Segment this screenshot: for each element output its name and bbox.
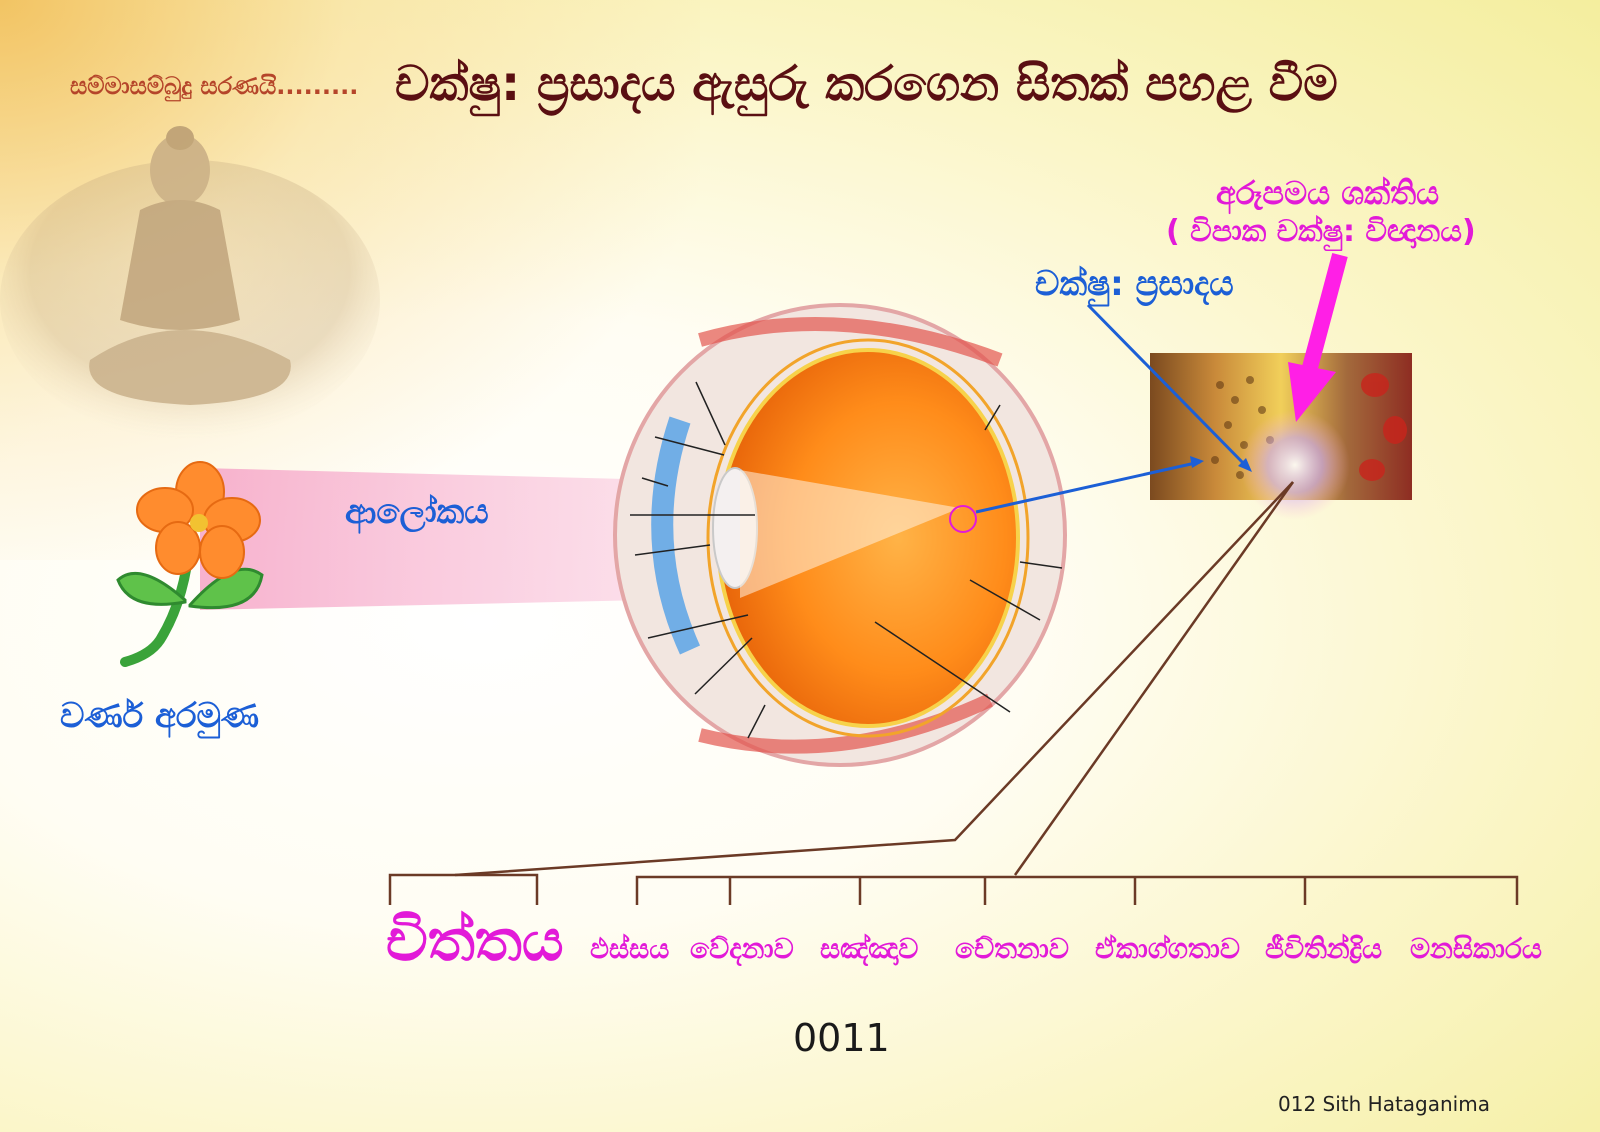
formless-energy-label: අරූපමය ශක්තිය — [1216, 174, 1440, 212]
header-prefix: සම්මාසම්බුදු සරණයි......... — [70, 72, 359, 100]
eye-cross-section-icon — [613, 303, 1067, 767]
mental-factor: ඵස්සය — [590, 932, 670, 965]
eye-to-tissue-pointer — [975, 460, 1201, 514]
energy-pointer-arrow — [1288, 252, 1348, 422]
page-title: චක්ෂු: ප්‍රසාදය ඇසුරු කරගෙන සිතක් පහළ වී… — [395, 56, 1338, 112]
buddha-statue-icon — [0, 126, 380, 440]
mental-factor: මනසිකාරය — [1410, 932, 1542, 965]
formless-energy-sublabel: ( විපාක චක්ෂු: විඥානය) — [1166, 214, 1476, 249]
mental-factor: ජීවිතින්ද්‍රිය — [1265, 932, 1383, 965]
mental-factor: චේතනාව — [955, 932, 1070, 965]
series-label: 012 Sith Hataganima — [1278, 1092, 1490, 1116]
flower-icon — [116, 461, 264, 667]
mind-label: චිත්තය — [386, 906, 564, 974]
mental-factor: සඤ්ඤාව — [820, 932, 919, 965]
receptor-pointer — [1086, 303, 1250, 470]
light-label: ආලෝකය — [345, 492, 489, 532]
light-beam — [200, 468, 740, 610]
color-object-label: වර්ණ අරමුණ — [60, 696, 260, 736]
mental-factor: වේදනාව — [690, 932, 794, 965]
mind-connector-tree — [388, 481, 1519, 905]
retina-tissue-icon — [1150, 353, 1412, 520]
eye-receptor-label: චක්ෂු: ප්‍රසාදය — [1035, 264, 1234, 304]
page-number: 0011 — [793, 1016, 890, 1060]
mental-factor: ඒකාග්ගතාව — [1095, 932, 1240, 965]
